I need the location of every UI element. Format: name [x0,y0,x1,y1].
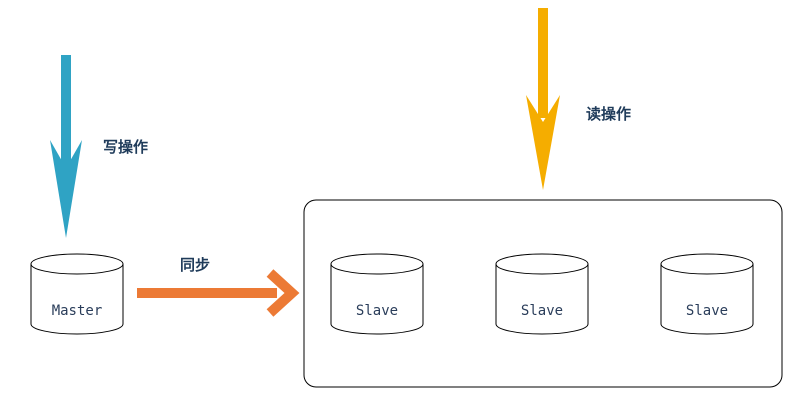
read-label: 读操作 [586,105,631,123]
slave-label: Slave [686,303,728,319]
master-database: Master [30,253,124,335]
slave-label: Slave [521,303,563,319]
slave-label: Slave [356,303,398,319]
read-arrow [526,8,560,190]
sync-label: 同步 [180,256,210,274]
slave-group-box [303,199,783,388]
write-arrow [50,55,82,238]
slave-database: Slave [660,253,754,335]
write-label: 写操作 [103,138,148,156]
sync-arrow [137,269,300,317]
slave-database: Slave [330,253,424,335]
master-label: Master [52,303,103,319]
slave-database: Slave [495,253,589,335]
